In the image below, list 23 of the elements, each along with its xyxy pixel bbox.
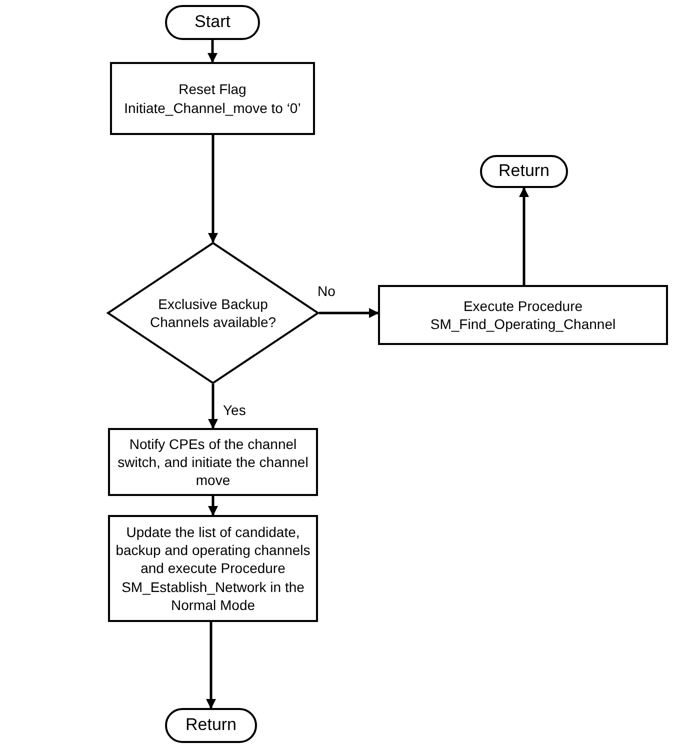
node-text: Notify CPEs of the channel switch, and initiate the channel move xyxy=(116,434,310,490)
process-box xyxy=(110,62,315,135)
process-box xyxy=(108,515,318,622)
node-text: Reset Flag Initiate_Channel_move to ‘0’ xyxy=(123,80,302,117)
terminal-shape xyxy=(165,708,257,743)
arrow xyxy=(208,496,218,516)
node-text: Exclusive Backup Channels available? xyxy=(148,294,278,332)
node-text: Start xyxy=(194,11,230,34)
arrow xyxy=(208,384,218,429)
arrow xyxy=(208,135,218,243)
arrow xyxy=(519,187,529,285)
terminal-shape xyxy=(480,155,568,188)
arrow xyxy=(319,308,379,318)
node-text: Execute Procedure SM_Find_Operating_Channel xyxy=(429,296,617,334)
process-box xyxy=(378,285,668,345)
arrow xyxy=(208,40,218,63)
terminal-shape xyxy=(165,5,260,40)
node-text: Return xyxy=(185,714,237,736)
node-text: Update the list of candidate, backup and operating channels and execute Procedure SM_Establish_Network in the Normal Mode xyxy=(114,523,312,614)
process-box xyxy=(108,428,318,496)
node-text: Return xyxy=(498,160,550,182)
arrow xyxy=(206,622,216,709)
decision-diamond xyxy=(107,242,319,384)
